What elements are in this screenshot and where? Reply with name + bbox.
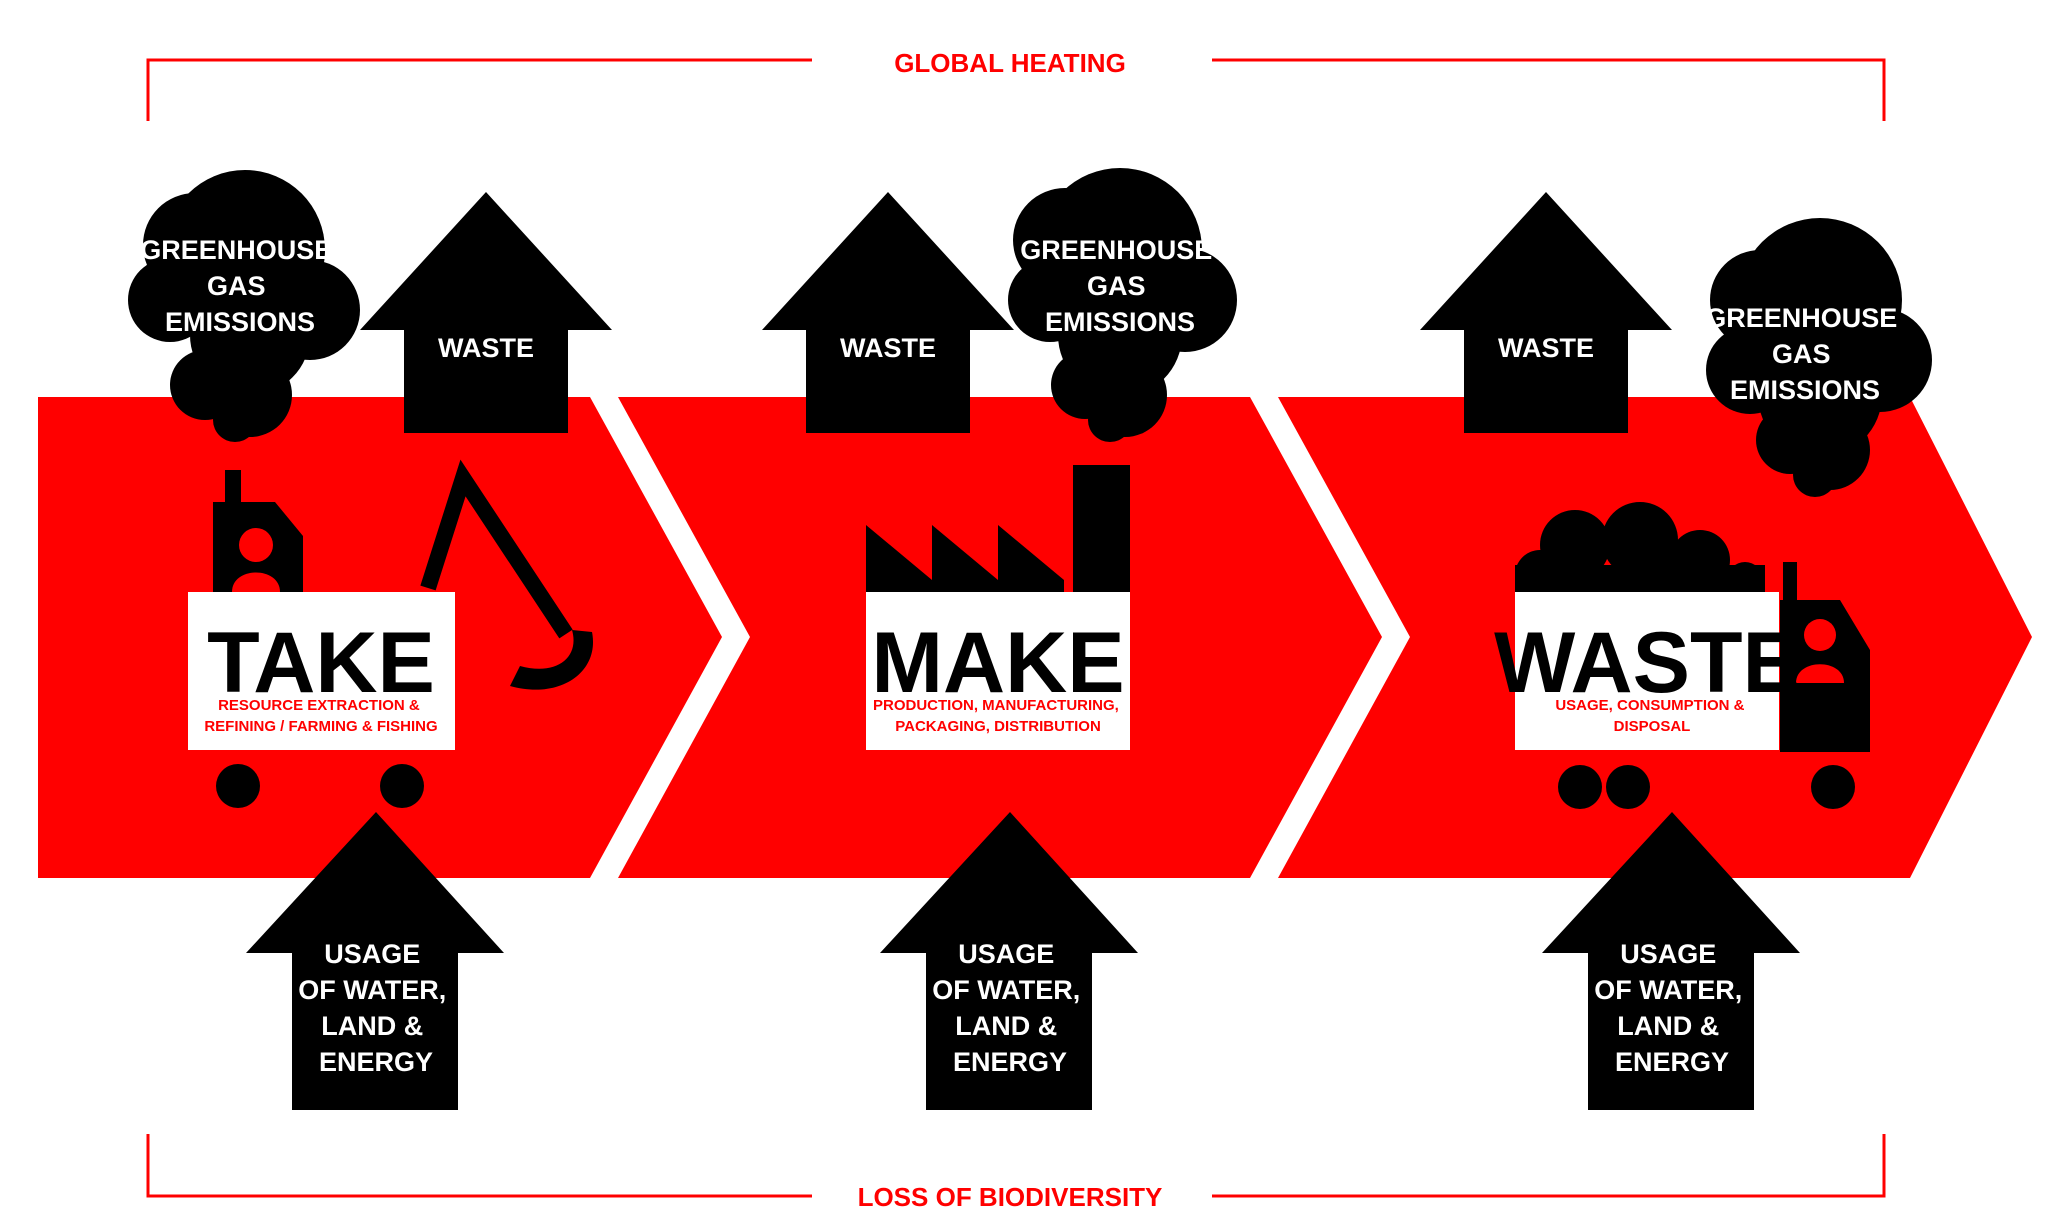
bottom-frame-right <box>1212 1134 1886 1198</box>
make-usage-arrow <box>880 812 1138 1110</box>
factory-icon <box>866 465 1130 592</box>
waste-waste-label: WASTE <box>1498 333 1594 363</box>
waste-usage-arrow <box>1542 812 1800 1110</box>
loss-of-biodiversity-label: LOSS OF BIODIVERSITY <box>858 1182 1163 1212</box>
waste-waste-arrow <box>1420 192 1672 433</box>
make-emissions-label: GREENHOUSE GAS EMISSIONS <box>1020 235 1220 337</box>
waste-title: WASTE <box>1494 615 1800 711</box>
bottom-frame-left <box>146 1134 812 1198</box>
waste-label-card <box>1515 592 1779 750</box>
make-waste-label: WASTE <box>840 333 936 363</box>
waste-subtitle: USAGE, CONSUMPTION & DISPOSAL <box>1555 697 1748 735</box>
take-usage-label: USAGE OF WATER, LAND & ENERGY <box>298 939 454 1077</box>
top-frame-left <box>146 58 812 121</box>
take-usage-arrow <box>246 812 504 1110</box>
make-label-card <box>866 592 1130 750</box>
global-heating-label: GLOBAL HEATING <box>894 48 1126 78</box>
make-subtitle: PRODUCTION, MANUFACTURING, PACKAGING, DI… <box>873 697 1123 735</box>
make-title: MAKE <box>871 615 1124 711</box>
take-emissions-label: GREENHOUSE GAS EMISSIONS <box>140 235 340 337</box>
stage-waste: WASTE GREENHOUSE GAS EMISSIONS <box>1420 192 1932 1110</box>
excavator-icon <box>213 459 594 808</box>
take-subtitle: RESOURCE EXTRACTION & REFINING / FARMING… <box>204 697 437 735</box>
stage-make: WASTE GREENHOUSE GAS EMISSIONS MAKE PROD… <box>762 168 1237 1110</box>
global-heating-frame <box>146 58 1886 121</box>
make-emissions-cloud <box>1008 168 1237 442</box>
take-title: TAKE <box>207 615 435 711</box>
make-waste-arrow <box>762 192 1014 433</box>
take-waste-label: WASTE <box>438 333 534 363</box>
take-waste-arrow <box>360 192 612 433</box>
waste-emissions-label: GREENHOUSE GAS EMISSIONS <box>1705 303 1905 405</box>
top-frame-right <box>1212 58 1886 121</box>
biodiversity-frame <box>146 1134 1886 1198</box>
make-usage-label: USAGE OF WATER, LAND & ENERGY <box>932 939 1088 1077</box>
garbage-truck-icon <box>1515 502 1870 809</box>
waste-emissions-cloud <box>1706 218 1932 497</box>
stage-take: GREENHOUSE GAS EMISSIONS WASTE TAKE RESO… <box>128 170 612 1110</box>
garbage-heap <box>1515 502 1765 600</box>
take-label-card <box>188 592 455 750</box>
take-emissions-cloud <box>128 170 360 442</box>
waste-usage-label: USAGE OF WATER, LAND & ENERGY <box>1594 939 1750 1077</box>
